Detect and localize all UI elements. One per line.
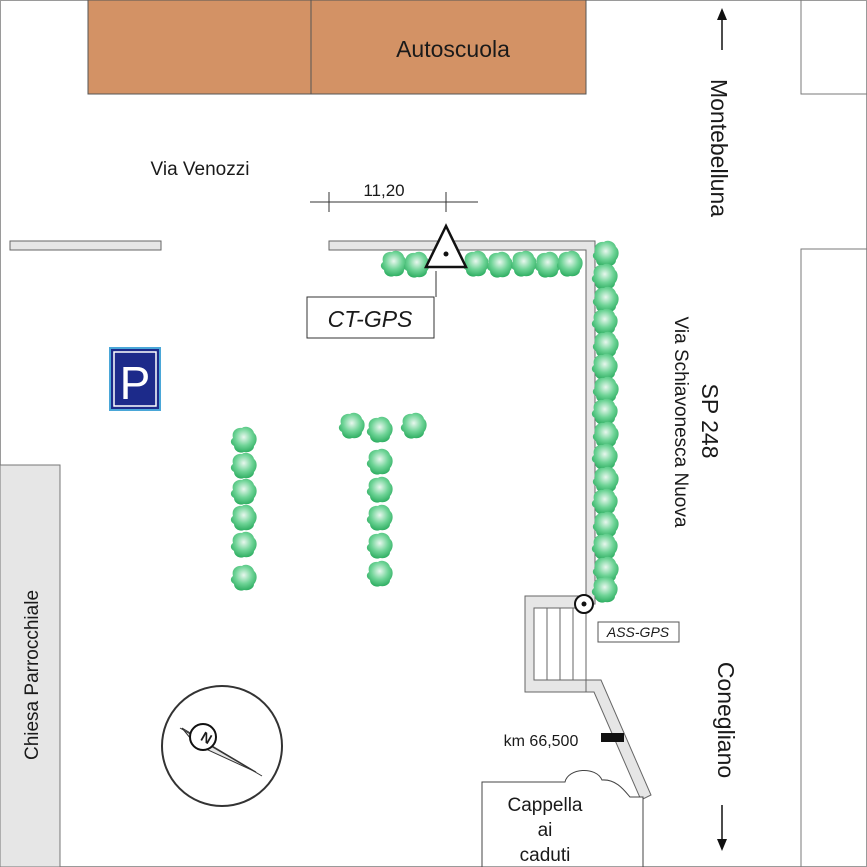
arrow-down-icon — [717, 805, 727, 851]
driving-school-building: Autoscuola — [87, 0, 587, 95]
via-schiavonesca-label: Via Schiavonesca Nuova — [670, 317, 691, 528]
wall-left — [9, 240, 162, 251]
direction-north-label: Montebelluna — [706, 79, 732, 217]
km-marker: km 66,500 — [504, 733, 624, 750]
church-label: Chiesa Parrocchiale — [22, 590, 43, 760]
church-building: Chiesa Parrocchiale — [0, 464, 61, 867]
km-label: km 66,500 — [504, 733, 579, 750]
chapel-building: Cappella ai caduti — [481, 770, 644, 867]
distance-label: 11,20 — [363, 181, 404, 200]
sp-label: SP 248 — [697, 383, 723, 458]
direction-south-label: Conegliano — [713, 662, 739, 778]
chapel-label-line2: ai — [538, 820, 553, 841]
via-venozzi-label: Via Venozzi — [151, 159, 250, 180]
parking-sign: P — [109, 347, 161, 411]
distance-measure: 11,20 — [310, 181, 478, 212]
building-top-right — [800, 0, 867, 95]
stairs — [524, 595, 587, 693]
compass-icon: N — [161, 685, 283, 807]
chapel-label-line1: Cappella — [508, 795, 583, 816]
driving-school-label: Autoscuola — [396, 36, 510, 62]
ass-gps-marker: ASS-GPS — [574, 594, 680, 643]
tree-row-top — [380, 250, 583, 278]
building-bottom-right — [800, 248, 867, 867]
ct-gps-label: CT-GPS — [328, 306, 413, 332]
ct-gps-marker: CT-GPS — [306, 223, 469, 339]
ass-gps-label: ASS-GPS — [606, 624, 670, 640]
arrow-up-icon — [717, 8, 727, 50]
parking-icon: P — [120, 357, 151, 409]
chapel-label-line3: caduti — [520, 845, 571, 866]
